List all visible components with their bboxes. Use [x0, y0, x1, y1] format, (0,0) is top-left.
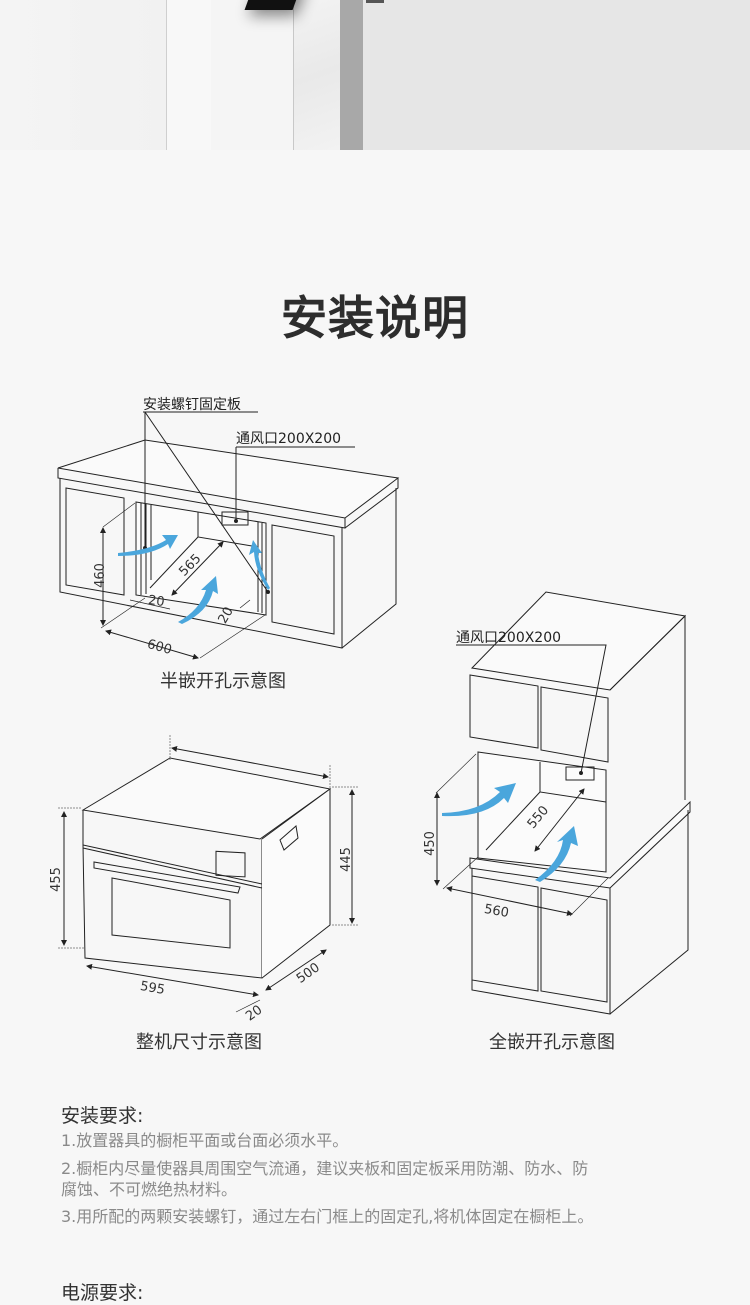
base-side: [609, 810, 689, 1015]
dim-label-445: 445: [338, 847, 354, 872]
right-door: [271, 524, 335, 635]
dim-20-left: [129, 599, 171, 610]
cabinet-side: [341, 488, 397, 649]
dim-width-top: [171, 745, 329, 780]
airflow-arrow: [249, 540, 270, 590]
shelf: [469, 800, 691, 889]
hero-marble-panel: [294, 0, 340, 150]
dim-label-460: 460: [92, 563, 108, 588]
power-requirements-title: 电源要求:: [61, 1282, 144, 1304]
dim-600: [105, 629, 199, 660]
airflow-arrow: [442, 783, 516, 817]
install-requirement-item: 3.用所配的两颗安装螺钉，通过左右门框上的固定孔,将机体固定在橱柜上。: [61, 1207, 594, 1226]
hero-concrete-wall: [363, 0, 750, 150]
dim-20-right: [239, 599, 251, 609]
upper-door-right: [540, 686, 609, 763]
semi-embedded-diagram: [57, 411, 400, 660]
tall-cabinet-side: [609, 614, 686, 800]
overall-diagram: [58, 735, 358, 1013]
leader-vent: [456, 644, 607, 774]
lower-door-right: [540, 887, 608, 1003]
vent-box: [221, 511, 249, 526]
vent-box: [565, 766, 595, 781]
hero-cabinet-door: [211, 0, 294, 150]
side-handle: [279, 825, 299, 851]
oven-handle: [93, 861, 241, 894]
hero-wall: [0, 0, 166, 150]
caption-full-embedded: 全嵌开孔示意图: [489, 1032, 615, 1053]
dim-565: [171, 541, 224, 596]
countertop-side: [344, 478, 399, 529]
upper-door-left: [469, 674, 539, 749]
airflow-arrow: [178, 576, 218, 624]
dim-500: [265, 949, 327, 991]
oven-window: [111, 877, 231, 949]
hero-photo: [0, 0, 750, 150]
airflow-arrow: [535, 826, 578, 882]
hero-cabinet-door: [166, 0, 212, 150]
countertop-top: [57, 439, 400, 519]
dim-label-455: 455: [48, 867, 64, 892]
cabinet-body: [59, 478, 343, 649]
full-embedded-diagram: [434, 591, 691, 1015]
install-requirement-item: 1.放置器具的橱柜平面或台面必须水平。: [61, 1131, 349, 1150]
leader-screw-plate: [143, 411, 269, 593]
caption-overall: 整机尺寸示意图: [136, 1032, 262, 1053]
label-vent-semi: 通风口200X200: [236, 431, 342, 447]
leader-vent: [235, 446, 355, 521]
hero-bracket: [366, 0, 384, 3]
oven-door-edge: [82, 847, 263, 889]
installation-diagrams: [57, 411, 691, 1015]
dim-550: [534, 788, 585, 852]
left-door: [65, 487, 125, 596]
airflow-arrow: [118, 535, 178, 556]
page-title: 安装说明: [281, 291, 469, 345]
dim-label-20-left: 20: [147, 592, 166, 611]
caption-semi-embedded: 半嵌开孔示意图: [160, 671, 286, 692]
label-screw-plate: 安装螺钉固定板: [143, 397, 241, 413]
control-display: [215, 850, 246, 878]
dim-595: [86, 963, 259, 998]
countertop-front: [57, 468, 346, 529]
dim-label-450: 450: [422, 831, 438, 856]
dim-560: [446, 886, 573, 916]
hero-post: [340, 0, 363, 150]
lower-door-left: [471, 875, 539, 992]
install-requirement-item: 2.橱柜内尽量使器具周围空气流通，建议夹板和固定板采用防潮、防水、防腐蚀、不可燃…: [61, 1159, 589, 1199]
niche-floor: [485, 791, 541, 851]
label-vent-full: 通风口200X200: [456, 630, 562, 646]
install-requirements-title: 安装要求:: [61, 1105, 144, 1127]
